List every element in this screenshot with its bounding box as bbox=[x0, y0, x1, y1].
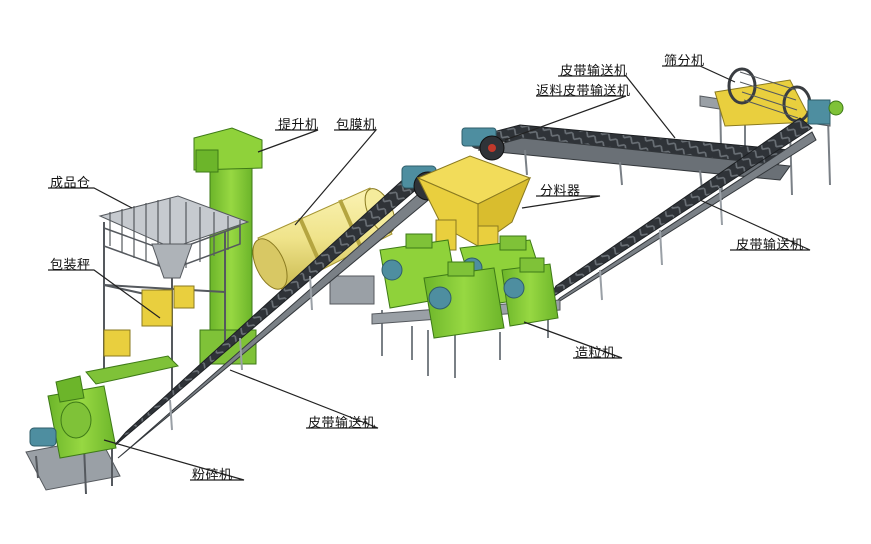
label-distributor: 分料器 bbox=[540, 184, 581, 199]
label-product-silo: 成品仓 bbox=[50, 176, 91, 191]
packing-scale bbox=[85, 285, 195, 385]
label-coating-machine: 包膜机 bbox=[336, 118, 377, 133]
leader-lines bbox=[48, 65, 811, 481]
label-screener: 筛分机 bbox=[664, 54, 705, 69]
label-bucket-elevator: 提升机 bbox=[278, 118, 319, 133]
label-granulator: 造粒机 bbox=[575, 346, 616, 361]
label-belt-conveyor-top: 皮带输送机 bbox=[560, 64, 628, 79]
label-crusher: 粉碎机 bbox=[192, 468, 233, 483]
label-belt-conveyor-bottom: 皮带输送机 bbox=[308, 416, 376, 431]
granulator-group bbox=[371, 233, 561, 378]
crusher-machine bbox=[25, 375, 121, 495]
label-packing-scale: 包装秤 bbox=[50, 258, 91, 273]
label-belt-conveyor-right: 皮带输送机 bbox=[736, 238, 804, 253]
product-silo bbox=[98, 195, 250, 390]
label-return-belt-conveyor: 返料皮带输送机 bbox=[536, 84, 631, 99]
